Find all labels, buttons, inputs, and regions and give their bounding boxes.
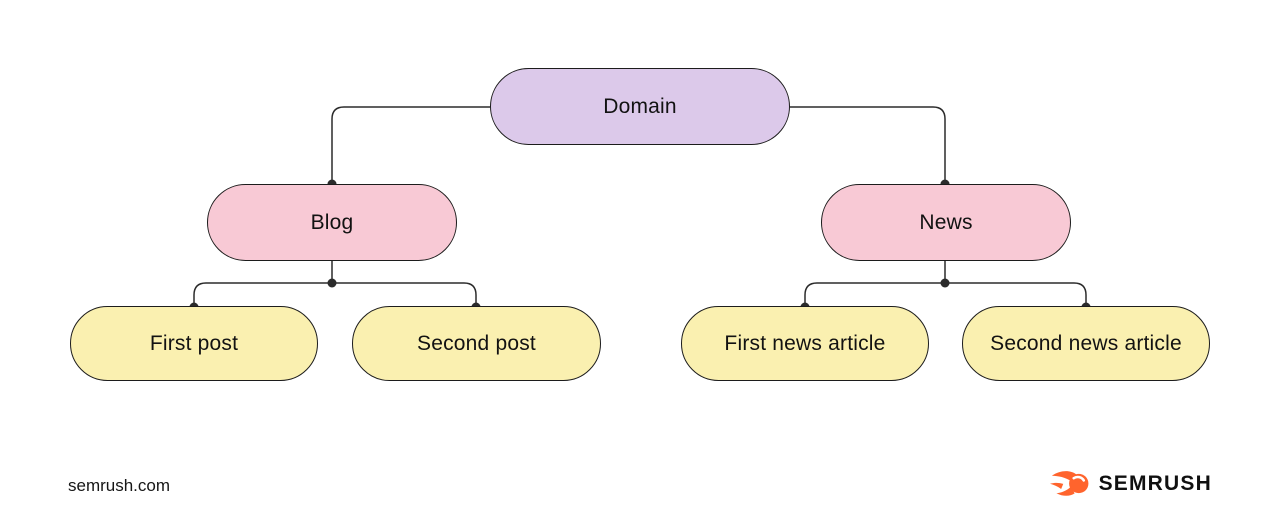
node-blog: Blog bbox=[207, 184, 457, 261]
node-first-post: First post bbox=[70, 306, 318, 381]
site-caption: semrush.com bbox=[68, 476, 171, 495]
node-first-news-article-label: First news article bbox=[724, 331, 886, 355]
node-blog-label: Blog bbox=[310, 210, 354, 234]
node-second-news-article: Second news article bbox=[962, 306, 1210, 381]
semrush-logo: SEMRUSH bbox=[1049, 468, 1212, 499]
semrush-wordmark: SEMRUSH bbox=[1098, 471, 1212, 495]
node-domain-label: Domain bbox=[603, 94, 677, 118]
junction-dot bbox=[940, 278, 950, 288]
node-second-post-label: Second post bbox=[417, 331, 536, 355]
node-second-post: Second post bbox=[352, 306, 601, 381]
edge-domain-blog bbox=[331, 106, 490, 183]
node-news-label: News bbox=[919, 210, 973, 234]
edge-domain-news bbox=[790, 106, 946, 183]
node-domain: Domain bbox=[490, 68, 790, 145]
node-first-post-label: First post bbox=[149, 331, 239, 355]
logo-eye-highlight bbox=[1072, 475, 1085, 482]
semrush-flame-icon bbox=[1049, 471, 1088, 496]
logo-flame-shapes bbox=[1049, 471, 1088, 496]
node-news: News bbox=[821, 184, 1071, 261]
node-first-news-article: First news article bbox=[681, 306, 929, 381]
edge-blog-children-rail bbox=[193, 282, 477, 306]
junction-dot bbox=[327, 278, 337, 288]
node-second-news-article-label: Second news article bbox=[990, 331, 1182, 355]
